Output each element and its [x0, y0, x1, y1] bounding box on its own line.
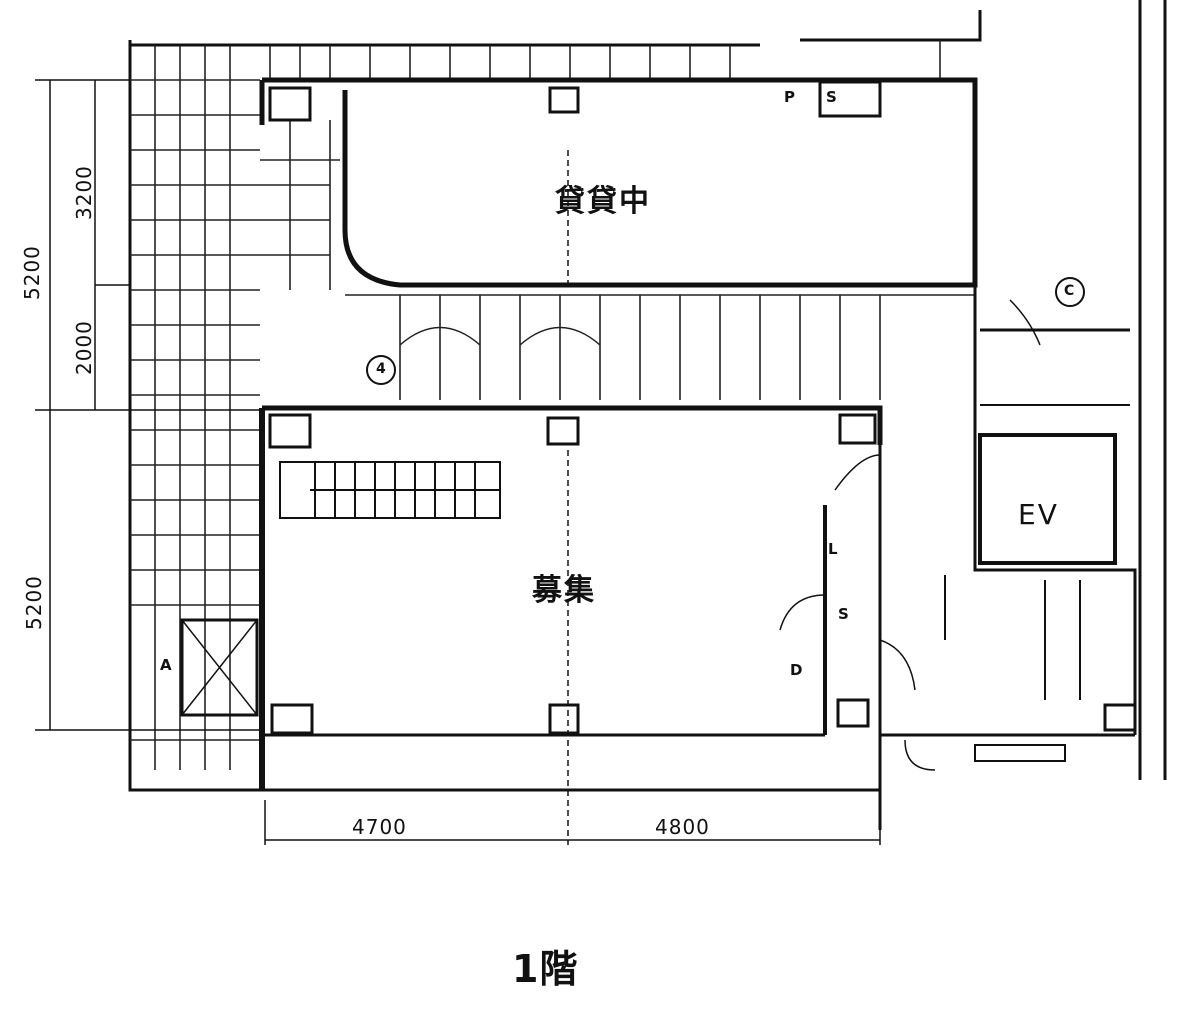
lower-unit-walls [259, 405, 883, 845]
dim-left-total-top: 5200 [20, 245, 44, 300]
dimension-lines [35, 79, 881, 845]
marker-circle-4: 4 [376, 361, 386, 377]
dim-left-upper-a: 3200 [72, 165, 96, 220]
marker-shaft-mid: S [838, 605, 849, 623]
marker-l: L [828, 540, 838, 558]
void-shaft [180, 618, 259, 717]
marker-circle-c: C [1064, 283, 1075, 299]
floor-label: 1階 [512, 947, 579, 991]
core-walls [779, 80, 1137, 830]
stair [279, 461, 501, 519]
upper-unit-walls [259, 77, 978, 288]
marker-d: D [790, 661, 803, 679]
elevator-label: EV [1018, 498, 1059, 531]
marker-shaft-top: S [826, 88, 837, 106]
dim-bottom-right: 4800 [655, 815, 710, 839]
dim-left-upper-b: 2000 [72, 320, 96, 375]
paving-grid [130, 40, 941, 770]
lower-unit-label: 募集 [532, 573, 596, 608]
marker-pipe-shaft: P [784, 88, 795, 106]
dim-bottom-left: 4700 [352, 815, 407, 839]
dim-left-total-bottom: 5200 [22, 575, 46, 630]
callout-circles [366, 277, 1085, 385]
corridor-grid [345, 294, 975, 400]
upper-unit-label: 貸貸中 [555, 184, 651, 219]
marker-a-left: A [160, 656, 172, 674]
